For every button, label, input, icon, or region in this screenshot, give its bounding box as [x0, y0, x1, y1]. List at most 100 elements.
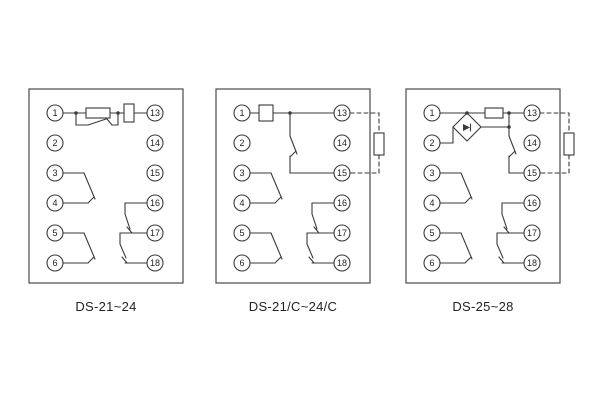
contact-3-4	[249, 172, 283, 204]
svg-text:4: 4	[52, 198, 57, 208]
terminal-14: 14	[523, 134, 541, 152]
terminal-5: 5	[233, 224, 251, 242]
panel-border	[215, 88, 371, 284]
svg-text:4: 4	[239, 198, 244, 208]
panel-border	[405, 88, 561, 284]
svg-text:16: 16	[150, 198, 160, 208]
svg-text:3: 3	[52, 168, 57, 178]
terminal-4: 4	[46, 194, 64, 212]
svg-text:16: 16	[527, 198, 537, 208]
svg-text:18: 18	[527, 258, 537, 268]
panel-2-schematic: 1 2 3 4 5 6 13 14 15 16 17 18	[215, 88, 385, 284]
resistor	[563, 132, 575, 156]
svg-text:4: 4	[429, 198, 434, 208]
terminal-1: 1	[233, 104, 251, 122]
coil	[258, 104, 274, 122]
svg-text:6: 6	[239, 258, 244, 268]
terminal-3: 3	[46, 164, 64, 182]
terminal-2: 2	[423, 134, 441, 152]
svg-text:18: 18	[337, 258, 347, 268]
terminal-5: 5	[423, 224, 441, 242]
panel-ds-21-24: 1 2 3 4 5 6 13 14 15 16 17 18	[28, 88, 218, 289]
terminal-17: 17	[146, 224, 164, 242]
panel-caption: DS-21/C~24/C	[248, 299, 338, 314]
terminal-4: 4	[423, 194, 441, 212]
terminal-1: 1	[423, 104, 441, 122]
svg-text:2: 2	[429, 138, 434, 148]
coil-circuit	[249, 104, 335, 174]
external-resistor-circuit	[539, 112, 575, 174]
svg-text:18: 18	[150, 258, 160, 268]
terminal-15: 15	[333, 164, 351, 182]
terminal-6: 6	[233, 254, 251, 272]
svg-text:14: 14	[337, 138, 347, 148]
coil	[123, 103, 135, 123]
svg-text:5: 5	[429, 228, 434, 238]
svg-text:3: 3	[429, 168, 434, 178]
resistor	[373, 132, 385, 156]
terminal-6: 6	[46, 254, 64, 272]
svg-text:13: 13	[150, 108, 160, 118]
panel-border	[28, 88, 184, 284]
contact-5-6	[439, 232, 473, 264]
terminal-18: 18	[523, 254, 541, 272]
terminal-18: 18	[333, 254, 351, 272]
terminal-16: 16	[523, 194, 541, 212]
svg-text:1: 1	[239, 108, 244, 118]
svg-text:5: 5	[239, 228, 244, 238]
contact-17-18	[306, 232, 335, 264]
contact-17-18	[496, 232, 525, 264]
panel-ds-25-28: 1 2 3 4 5 6 13 14 15 16 17 18	[405, 88, 595, 289]
terminal-1: 1	[46, 104, 64, 122]
contact-5-6	[249, 232, 283, 264]
svg-text:14: 14	[527, 138, 537, 148]
resistor	[484, 107, 504, 119]
resistor	[85, 107, 111, 119]
svg-text:17: 17	[337, 228, 347, 238]
panel-caption: DS-21~24	[75, 299, 137, 314]
svg-text:2: 2	[52, 138, 57, 148]
svg-text:15: 15	[527, 168, 537, 178]
contact-16-17	[306, 202, 335, 234]
diode-icon	[463, 124, 470, 131]
contact-3-4	[439, 172, 473, 204]
terminal-13: 13	[523, 104, 541, 122]
terminal-5: 5	[46, 224, 64, 242]
terminal-14: 14	[146, 134, 164, 152]
svg-text:17: 17	[150, 228, 160, 238]
svg-text:1: 1	[52, 108, 57, 118]
terminal-6: 6	[423, 254, 441, 272]
contact-5-6	[62, 232, 96, 264]
svg-text:3: 3	[239, 168, 244, 178]
external-resistor-circuit	[349, 112, 385, 174]
terminal-15: 15	[523, 164, 541, 182]
terminal-2: 2	[46, 134, 64, 152]
terminal-16: 16	[146, 194, 164, 212]
svg-text:17: 17	[527, 228, 537, 238]
terminal-2: 2	[233, 134, 251, 152]
svg-text:15: 15	[150, 168, 160, 178]
svg-text:16: 16	[337, 198, 347, 208]
terminal-13: 13	[333, 104, 351, 122]
panel-1-schematic: 1 2 3 4 5 6 13 14 15 16 17 18	[28, 88, 184, 284]
contact-3-4	[62, 172, 96, 204]
svg-text:14: 14	[150, 138, 160, 148]
contact-17-18	[119, 232, 148, 264]
terminal-18: 18	[146, 254, 164, 272]
svg-text:6: 6	[429, 258, 434, 268]
svg-text:13: 13	[337, 108, 347, 118]
terminal-16: 16	[333, 194, 351, 212]
contact-16-17	[496, 202, 525, 234]
panel-caption: DS-25~28	[452, 299, 514, 314]
svg-text:1: 1	[429, 108, 434, 118]
terminal-4: 4	[233, 194, 251, 212]
terminal-3: 3	[233, 164, 251, 182]
svg-text:5: 5	[52, 228, 57, 238]
svg-text:13: 13	[527, 108, 537, 118]
svg-text:15: 15	[337, 168, 347, 178]
terminal-3: 3	[423, 164, 441, 182]
terminal-15: 15	[146, 164, 164, 182]
terminal-13: 13	[146, 104, 164, 122]
svg-text:2: 2	[239, 138, 244, 148]
